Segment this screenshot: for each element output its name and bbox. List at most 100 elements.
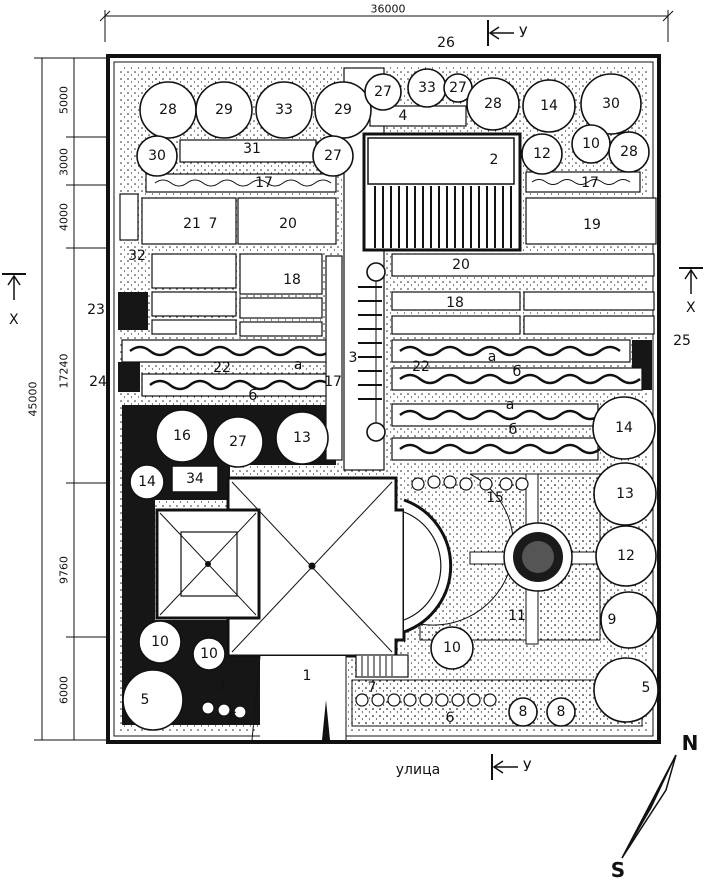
tree-29-a <box>195 81 253 139</box>
left-dimensions: 45000 5000 3000 4000 17240 9760 6000 <box>27 57 110 741</box>
label-13-b: 13 <box>616 486 634 502</box>
tree-13-b <box>593 462 657 526</box>
section-y-label-top: У <box>519 25 528 41</box>
label-29-b: 29 <box>334 102 352 118</box>
tree-14-b <box>129 464 165 500</box>
dim-segment-3: 4000 <box>58 203 71 231</box>
label-22-b: 22 <box>412 359 430 375</box>
tree-9 <box>600 591 658 649</box>
label-34: 34 <box>186 471 204 487</box>
label-14-c: 14 <box>615 420 633 436</box>
tree-28-b <box>466 77 520 131</box>
entrance-drive <box>251 655 347 741</box>
label-21: 21 <box>183 216 201 232</box>
section-y-label-bottom: У <box>523 759 532 775</box>
label-29-a: 29 <box>215 102 233 118</box>
label-16: 16 <box>173 428 191 444</box>
beds-left-upper <box>119 139 337 337</box>
label-28-a: 28 <box>159 102 177 118</box>
label-17-a: 17 <box>255 175 273 191</box>
street-label: улица <box>396 762 440 778</box>
label-5-b: 5 <box>642 680 651 696</box>
tree-27-d <box>212 416 264 468</box>
label-25: 25 <box>673 333 691 349</box>
dim-segment-5: 9760 <box>58 556 71 584</box>
north-label: N <box>682 731 699 755</box>
section-marker-x-right: X <box>679 267 703 316</box>
tree-8-b <box>546 697 576 727</box>
height-dimension: 45000 <box>27 382 40 417</box>
label-6-b: 6 <box>446 710 455 726</box>
label-5-a: 5 <box>141 692 150 708</box>
label-14-a: 14 <box>540 98 558 114</box>
tree-8-a <box>508 697 538 727</box>
label-28-b: 28 <box>484 96 502 112</box>
label-20-b: 20 <box>452 257 470 273</box>
label-26: 26 <box>437 35 455 51</box>
label-13-a: 13 <box>293 430 311 446</box>
label-33-b: 33 <box>418 80 436 96</box>
label-b-left: б <box>249 388 258 404</box>
label-17-c: 17 <box>324 374 342 390</box>
house <box>155 476 453 678</box>
label-8-a: 8 <box>519 704 528 720</box>
tree-10-d <box>430 626 474 670</box>
label-30-b: 30 <box>148 148 166 164</box>
label-12-a: 12 <box>533 146 551 162</box>
tree-33-a <box>255 81 313 139</box>
tree-13-a <box>275 411 329 465</box>
label-12-b: 12 <box>617 548 635 564</box>
tree-27-a <box>364 73 402 111</box>
flower-bands <box>121 255 643 461</box>
label-10-b: 10 <box>151 634 169 650</box>
label-22-a: 22 <box>213 360 231 376</box>
dim-segment-6: 6000 <box>58 676 71 704</box>
tree-12-b <box>595 525 657 587</box>
label-2: 2 <box>490 152 499 168</box>
section-marker-x-left: X <box>2 273 26 328</box>
trees <box>122 68 659 731</box>
label-11: 11 <box>508 608 526 624</box>
label-15: 15 <box>486 490 504 506</box>
label-a-left: а <box>294 357 303 373</box>
label-b-right-2: б <box>509 422 518 438</box>
feature-labels: 26 28 29 33 29 27 33 27 4 28 14 30 30 31… <box>87 35 691 726</box>
label-31: 31 <box>243 141 261 157</box>
dim-segment-4: 17240 <box>58 354 71 389</box>
label-4: 4 <box>399 108 408 124</box>
label-7-a: 7 <box>209 216 218 232</box>
label-27-b: 27 <box>449 80 467 96</box>
label-32: 32 <box>128 248 146 264</box>
section-marker-y-bottom: У <box>491 754 532 780</box>
label-23: 23 <box>87 302 105 318</box>
greenhouse-building <box>362 132 522 252</box>
tree-28-c <box>608 131 650 173</box>
label-19: 19 <box>583 217 601 233</box>
label-14-b: 14 <box>138 474 156 490</box>
section-x-label-left: X <box>9 312 19 328</box>
tree-30-b <box>136 135 178 177</box>
tree-27-c <box>312 135 354 177</box>
label-27-d: 27 <box>229 434 247 450</box>
dim-segment-2: 3000 <box>58 148 71 176</box>
label-18-a: 18 <box>283 272 301 288</box>
tree-5-b <box>593 657 659 723</box>
shrub-rows <box>201 475 529 719</box>
front-garden <box>351 473 643 727</box>
label-10-c: 10 <box>200 646 218 662</box>
north-arrow: N S <box>611 731 699 882</box>
tree-16 <box>155 409 209 463</box>
label-28-c: 28 <box>620 144 638 160</box>
label-10-d: 10 <box>443 640 461 656</box>
label-7-b: 7 <box>218 680 227 696</box>
width-dimension: 36000 <box>371 3 406 16</box>
label-24: 24 <box>89 374 107 390</box>
label-7-c: 7 <box>368 680 377 696</box>
tree-10-c <box>192 637 226 671</box>
tree-14-c <box>592 396 656 460</box>
label-3: 3 <box>349 350 358 366</box>
top-dimension: 36000 <box>99 3 674 42</box>
label-30-a: 30 <box>602 96 620 112</box>
label-27-c: 27 <box>324 148 342 164</box>
